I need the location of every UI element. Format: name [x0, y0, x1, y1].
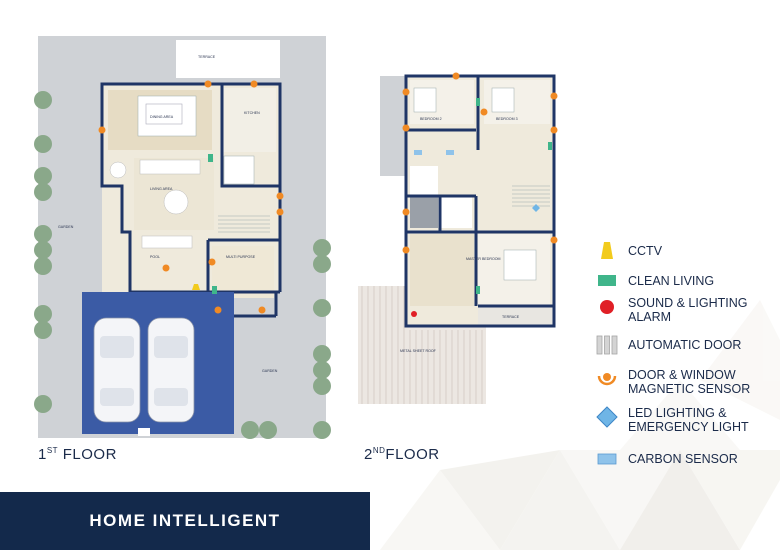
legend-item-led-light: LED LIGHTING & EMERGENCY LIGHT: [596, 406, 768, 434]
svg-text:KITCHEN: KITCHEN: [244, 111, 260, 115]
svg-text:POOL: POOL: [150, 255, 160, 259]
legend-label: CLEAN LIVING: [628, 274, 715, 288]
magnetic-sensor-icon: [596, 368, 618, 390]
automatic-door-icon: [596, 334, 618, 356]
carbon-sensor-marker: [414, 150, 422, 155]
title-banner: HOME INTELLIGENT: [0, 492, 370, 550]
alarm-icon: [596, 296, 618, 318]
svg-text:METAL SHEET ROOF: METAL SHEET ROOF: [400, 349, 437, 353]
legend-label: AUTOMATIC DOOR: [628, 338, 742, 352]
svg-text:MULTI PURPOSE: MULTI PURPOSE: [226, 255, 256, 259]
first-floor-plan: DINING AREA LIVING AREA KITCHEN MULTI PU…: [34, 36, 331, 439]
second-floor-suffix: ND: [372, 446, 386, 455]
second-floor-label: 2NDFLOOR: [364, 446, 440, 463]
magnetic-sensor-markers-2: [402, 72, 558, 254]
legend-item-magnetic-sensor: DOOR & WINDOW MAGNETIC SENSOR: [596, 368, 768, 396]
first-floor-word: FLOOR: [62, 446, 117, 463]
clean-living-markers: [208, 154, 217, 294]
multipurpose-zone: [212, 246, 274, 298]
first-floor-suffix: ST: [46, 446, 59, 455]
legend-item-carbon-sensor: CARBON SENSOR: [596, 448, 768, 470]
clean-living-markers-2: [476, 98, 552, 294]
kitchen-zone: [222, 88, 276, 152]
svg-text:TERRACE: TERRACE: [198, 55, 216, 59]
roof-left: [380, 76, 406, 176]
legend-label: CARBON SENSOR: [628, 452, 738, 466]
legend-label: DOOR & WINDOW MAGNETIC SENSOR: [628, 368, 751, 396]
car-left: [93, 317, 141, 423]
trees: [34, 91, 331, 439]
legend-item-cctv: CCTV: [596, 240, 768, 262]
second-floor-number: 2: [364, 446, 373, 463]
magnetic-sensor-markers: [98, 80, 284, 314]
svg-text:DINING AREA: DINING AREA: [150, 115, 174, 119]
legend-label: SOUND & LIGHTING ALARM: [628, 296, 748, 324]
legend-item-automatic-door: AUTOMATIC DOOR: [596, 334, 768, 356]
car-right: [147, 317, 195, 423]
led-light-marker: [532, 204, 540, 212]
svg-text:GARDEN: GARDEN: [262, 369, 278, 373]
second-floor-plan: BEDROOM 2 BEDROOM 3 MASTER BEDROOM TERRA…: [358, 72, 558, 404]
svg-text:BEDROOM 3: BEDROOM 3: [496, 117, 518, 121]
legend-item-alarm: SOUND & LIGHTING ALARM: [596, 296, 768, 324]
cctv-marker: [192, 284, 200, 290]
first-floor-label: 1ST FLOOR: [38, 446, 117, 463]
svg-text:BEDROOM 2: BEDROOM 2: [420, 117, 442, 121]
decorative-triangle-pattern: [380, 300, 780, 550]
top-patio: [176, 40, 280, 78]
carbon-sensor-icon: [596, 448, 618, 470]
legend-item-clean-living: CLEAN LIVING: [596, 270, 768, 292]
cctv-icon: [596, 240, 618, 262]
svg-text:TERRACE: TERRACE: [502, 315, 520, 319]
svg-text:GARDEN: GARDEN: [58, 225, 74, 229]
banner-title: HOME INTELLIGENT: [89, 511, 281, 530]
svg-text:MASTER BEDROOM: MASTER BEDROOM: [466, 257, 501, 261]
svg-text:LIVING AREA: LIVING AREA: [150, 187, 173, 191]
second-floor-word: FLOOR: [385, 446, 440, 463]
legend-label: CCTV: [628, 244, 663, 258]
alarm-marker: [411, 311, 417, 317]
led-light-icon: [596, 406, 618, 428]
first-floor-number: 1: [38, 446, 47, 463]
clean-living-icon: [596, 270, 618, 292]
legend-label: LED LIGHTING & EMERGENCY LIGHT: [628, 406, 749, 434]
